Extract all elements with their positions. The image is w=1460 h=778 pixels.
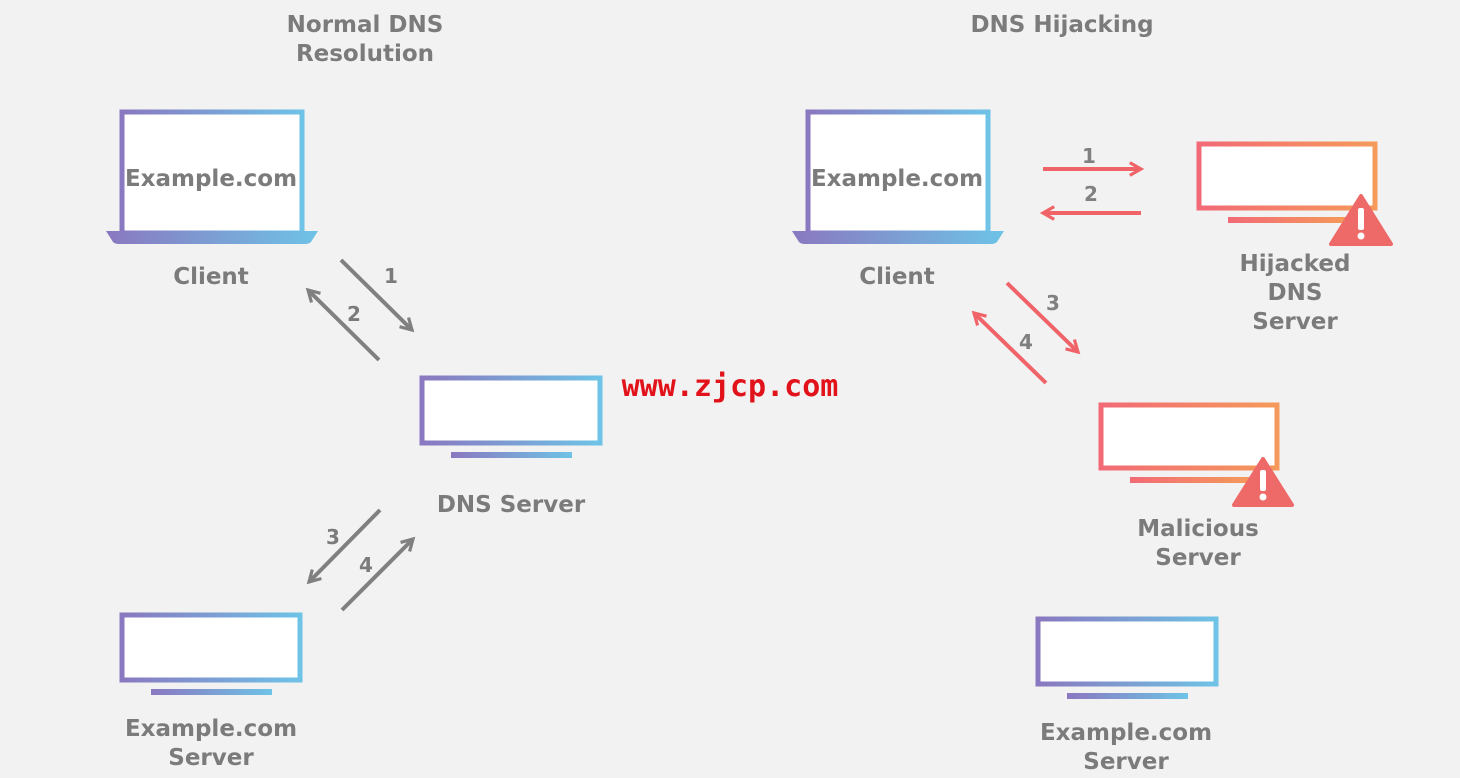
arrow-step-1 bbox=[339, 258, 415, 333]
step-number: 4 bbox=[359, 553, 373, 577]
client-screen-text: Example.com bbox=[125, 166, 297, 192]
server-icon bbox=[419, 375, 603, 458]
normal-title-line1: Normal DNS bbox=[287, 12, 444, 38]
server-icon bbox=[1196, 141, 1378, 223]
server-icon bbox=[119, 612, 303, 695]
warning-icon bbox=[1329, 194, 1393, 246]
normal-title-line2: Resolution bbox=[296, 41, 434, 67]
dns-server-label: DNS Server bbox=[437, 492, 586, 518]
step-number: 4 bbox=[1019, 330, 1033, 354]
step-number: 2 bbox=[347, 302, 361, 326]
hijacked-dns-label-line2: DNS bbox=[1268, 280, 1323, 306]
arrow-step-4 bbox=[340, 536, 416, 612]
malicious-label-line2: Server bbox=[1155, 545, 1241, 571]
site-server-label-line2: Server bbox=[1083, 749, 1169, 775]
server-icon bbox=[1035, 616, 1219, 699]
step-number: 1 bbox=[384, 264, 398, 288]
watermark-text: www.zjcp.com bbox=[622, 369, 839, 404]
laptop-icon bbox=[106, 109, 318, 244]
client-label: Client bbox=[173, 264, 249, 290]
laptop-icon bbox=[792, 109, 1004, 244]
step-number: 3 bbox=[1046, 291, 1060, 315]
hijacked-dns-label-line1: Hijacked bbox=[1240, 251, 1351, 277]
client-label: Client bbox=[859, 264, 935, 290]
warning-icon bbox=[1232, 457, 1294, 507]
client-screen-text: Example.com bbox=[811, 166, 983, 192]
arrow-step-3 bbox=[306, 508, 382, 585]
site-server-label-line1: Example.com bbox=[1040, 720, 1212, 746]
server-icon bbox=[1098, 402, 1280, 483]
hijack-title: DNS Hijacking bbox=[970, 12, 1153, 38]
site-server-label-line2: Server bbox=[168, 745, 254, 771]
arrow-step-4 bbox=[971, 310, 1048, 385]
step-number: 2 bbox=[1084, 182, 1098, 206]
arrow-step-3 bbox=[1005, 281, 1081, 355]
hijacked-dns-label-line3: Server bbox=[1252, 309, 1338, 335]
step-number: 3 bbox=[326, 525, 340, 549]
site-server-label-line1: Example.com bbox=[125, 716, 297, 742]
step-number: 1 bbox=[1082, 144, 1096, 168]
malicious-label-line1: Malicious bbox=[1137, 516, 1259, 542]
arrow-step-2 bbox=[305, 287, 381, 362]
